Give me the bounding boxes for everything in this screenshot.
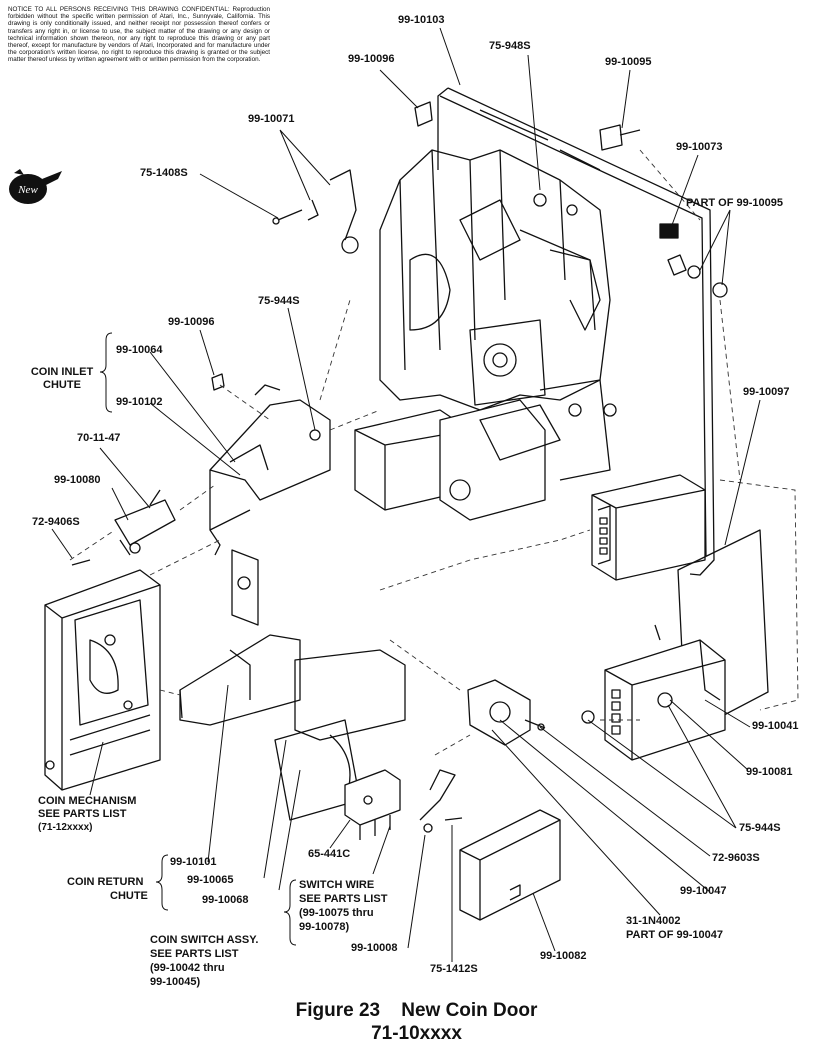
badge-text: New [17,184,38,196]
door-frame [437,87,715,576]
coin-inlet-chute [209,384,331,556]
label-99-10102: 99-10102 [116,396,163,408]
label-99-10073: 99-10073 [676,141,723,153]
upper-chute-assembly [379,149,611,411]
label-coin-mechanism-range: (71-12xxxx) [38,822,93,833]
label-switch-wire: SWITCH WIRE [299,879,375,891]
figure-title: New Coin Door [401,1000,538,1021]
label-31-1n4002: 31-1N4002 [626,915,681,927]
label-coin-switch-range2: 99-10045) [150,976,201,988]
label-75-944s-top: 75-944S [258,295,300,307]
label-switch-wire-range2: 99-10078) [299,921,350,933]
label-99-10095: 99-10095 [605,56,652,68]
alignment-lines [69,149,799,756]
label-99-10097: 99-10097 [743,386,790,398]
label-75-1412s: 75-1412S [430,963,478,975]
grouping-braces [99,332,297,946]
label-99-10071: 99-10071 [248,113,295,125]
label-75-944s-bottom: 75-944S [739,822,781,834]
label-coin-return: COIN RETURN [67,876,144,888]
label-31-1n4002-part: PART OF 99-10047 [626,929,724,941]
leader-lines [51,27,761,962]
label-99-10047: 99-10047 [680,885,727,897]
label-99-10008: 99-10008 [351,942,398,954]
confidentiality-notice: NOTICE TO ALL PERSONS RECEIVING THIS DRA… [8,6,270,64]
counter-cover-99-10082 [459,809,561,921]
label-99-10064: 99-10064 [116,344,163,356]
label-switch-wire-range1: (99-10075 thru [299,907,374,919]
label-72-9406s: 72-9406S [32,516,80,528]
label-99-10096-top: 99-10096 [348,53,395,65]
coin-counter-box [591,474,706,581]
label-75-1408s: 75-1408S [140,167,188,179]
coin-counter-lower [604,624,726,761]
figure-number: Figure 23 [295,1000,381,1021]
label-coin-mechanism-see: SEE PARTS LIST [38,808,127,820]
label-99-10065: 99-10065 [187,874,234,886]
figure-part-number: 71-10xxxx [371,1023,462,1044]
label-switch-wire-see: SEE PARTS LIST [299,893,388,905]
label-72-9603s: 72-9603S [712,852,760,864]
label-99-10068: 99-10068 [202,894,249,906]
lower-assembly [354,379,617,521]
label-coin-switch-range1: (99-10042 thru [150,962,225,974]
label-coin-inlet-chute: COIN INLET CHUTE [30,366,94,391]
new-badge: New [9,169,62,204]
label-coin-switch-assy: COIN SWITCH ASSY. [150,934,259,946]
figure-caption: Figure 23 New Coin Door [0,1000,833,1022]
label-99-10096-mid: 99-10096 [168,316,215,328]
label-99-10082: 99-10082 [540,950,587,962]
coin-switch [344,769,401,840]
switch-wire [419,769,463,833]
inlet-bracket [71,489,176,566]
label-part-of-99-10095: PART OF 99-10095 [686,197,784,209]
label-70-11-47: 70-11-47 [77,432,121,444]
label-99-10101: 99-10101 [170,856,217,868]
label-coin-mechanism: COIN MECHANISM [38,795,137,807]
label-99-10103: 99-10103 [398,14,445,26]
label-99-10041: 99-10041 [752,720,799,732]
label-99-10081: 99-10081 [746,766,793,778]
coin-mechanism [44,569,161,791]
label-65-441c: 65-441C [308,848,351,860]
label-99-10080: 99-10080 [54,474,101,486]
label-coin-return-chute: CHUTE [110,890,148,902]
fasteners [211,101,728,731]
counter-coil-99-10047 [467,679,546,746]
label-coin-switch-see: SEE PARTS LIST [150,948,239,960]
label-75-948s: 75-948S [489,40,531,52]
